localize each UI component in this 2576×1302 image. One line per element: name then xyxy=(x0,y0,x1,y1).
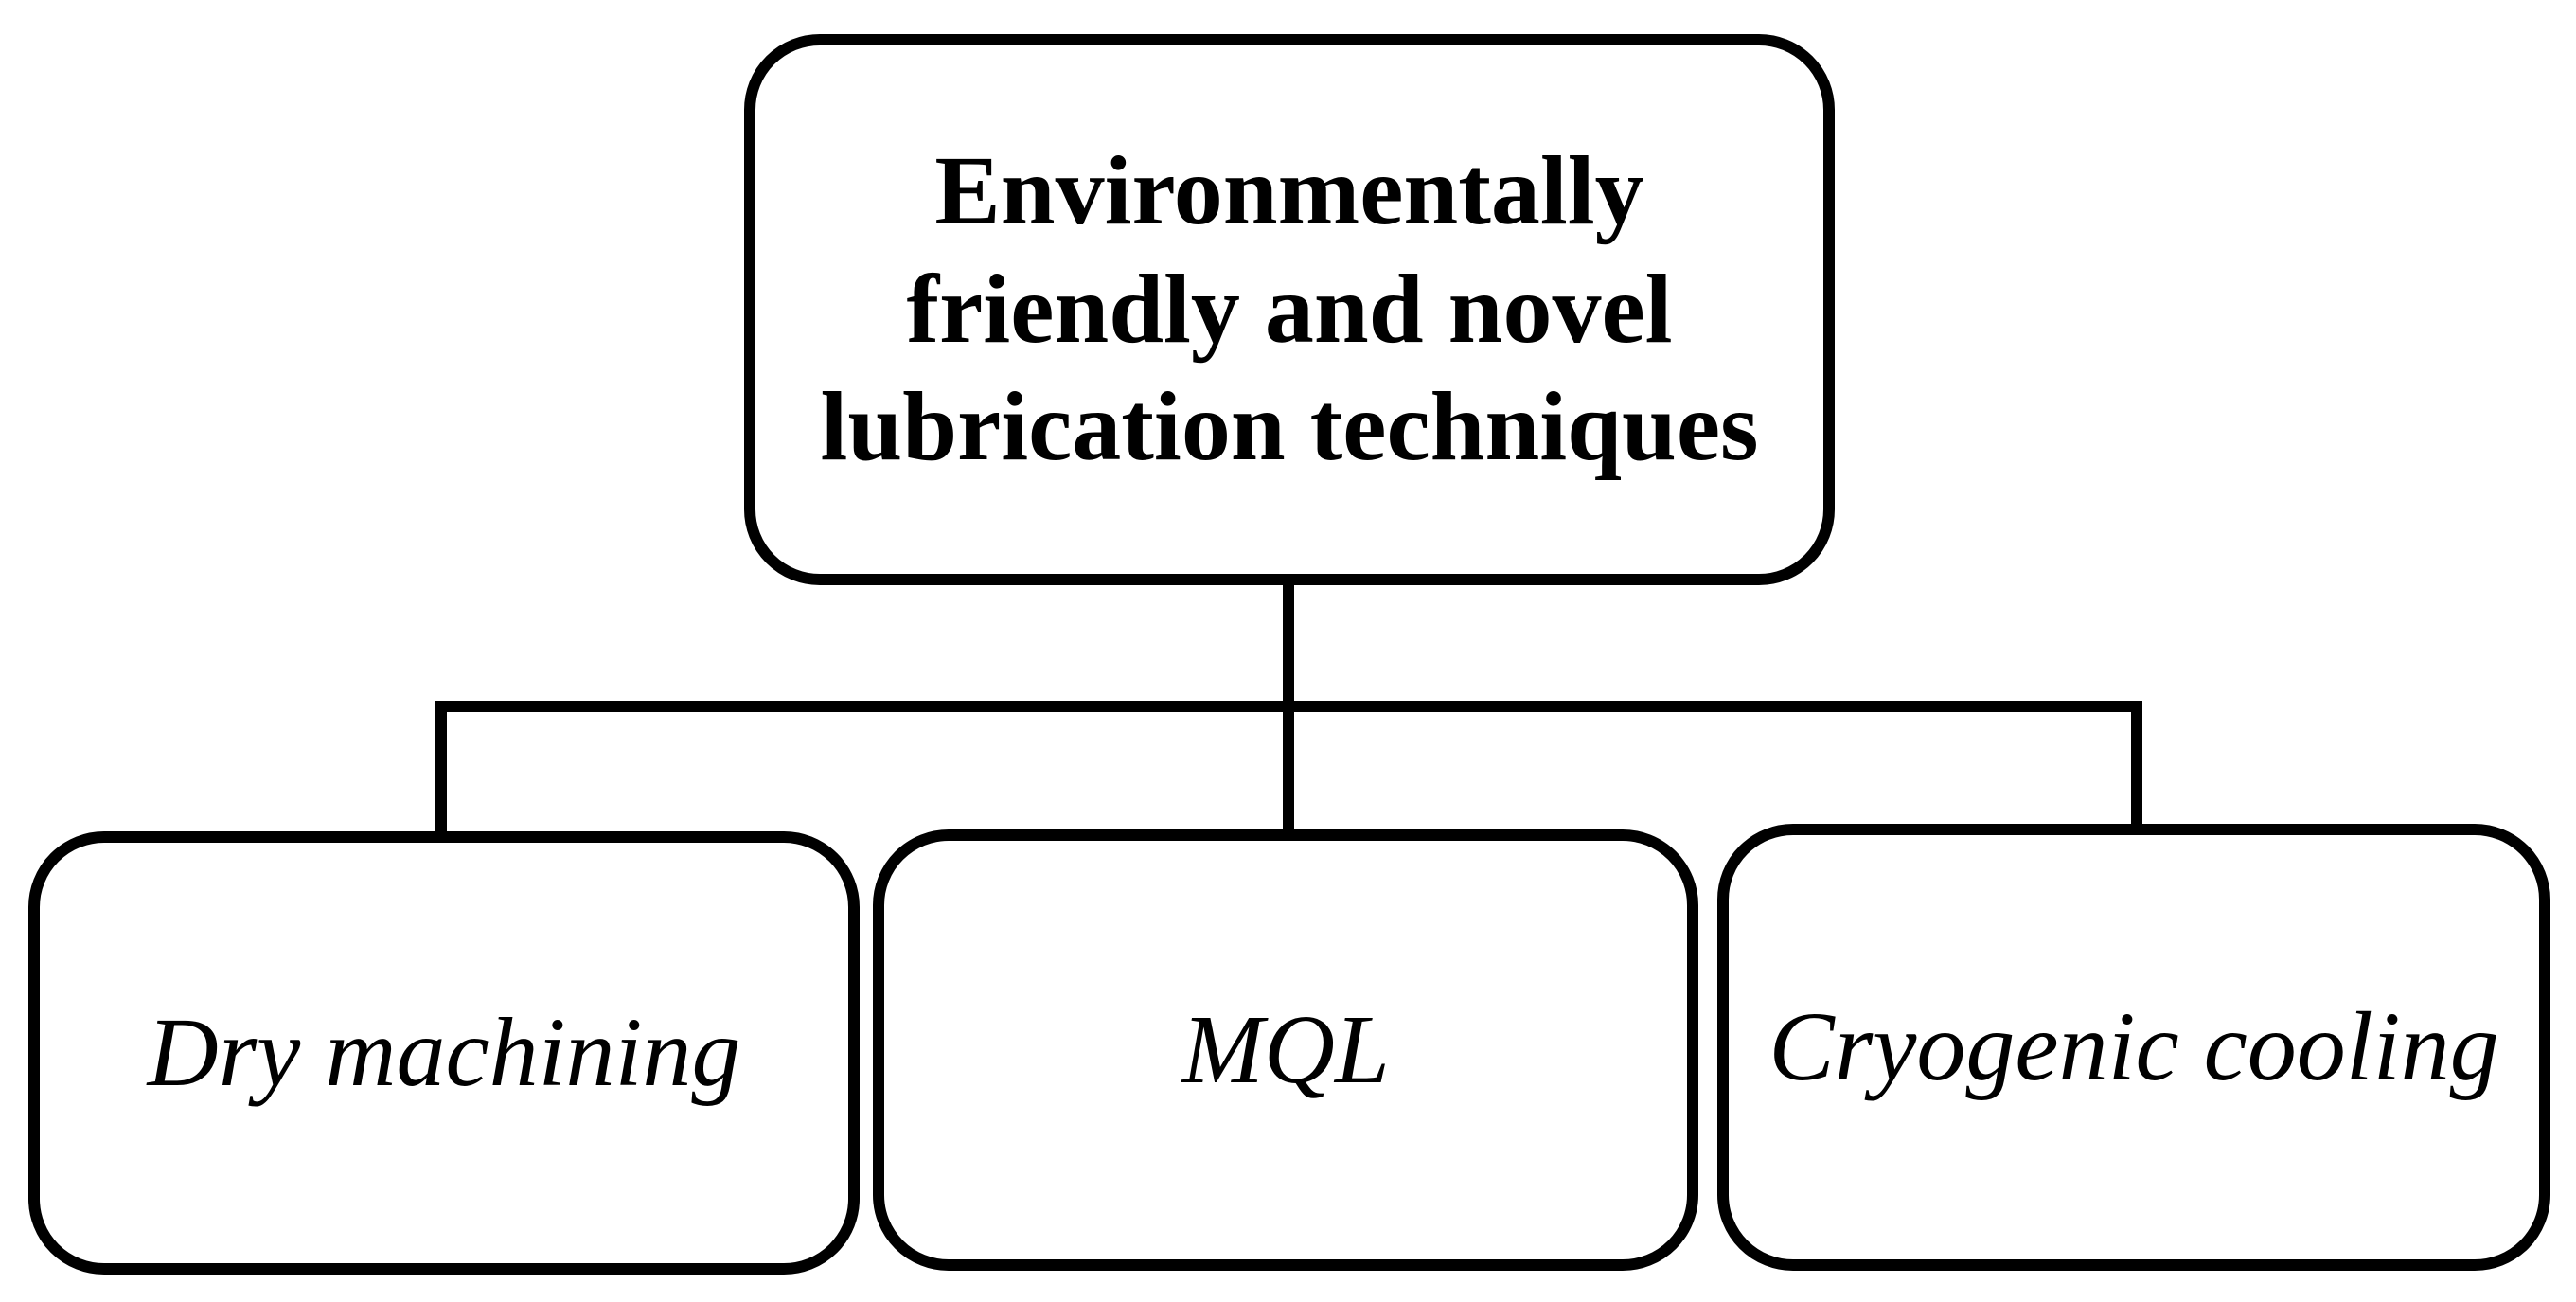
connector-to-mql xyxy=(1283,701,1294,833)
child-node-cryogenic-cooling: Cryogenic cooling xyxy=(1717,824,2550,1271)
connector-root-stem xyxy=(1283,580,1294,708)
child-node-label: Dry machining xyxy=(147,997,741,1107)
child-node-dry-machining: Dry machining xyxy=(28,831,860,1275)
child-node-label: Cryogenic cooling xyxy=(1768,991,2499,1101)
root-node-label: Environmentally friendly and novel lubri… xyxy=(820,135,1759,482)
child-node-label: MQL xyxy=(1181,994,1390,1104)
child-node-mql: MQL xyxy=(873,829,1698,1271)
connector-to-cryogenic-cooling xyxy=(2131,701,2142,828)
connector-to-dry-machining xyxy=(435,701,447,835)
root-node: Environmentally friendly and novel lubri… xyxy=(744,34,1835,585)
